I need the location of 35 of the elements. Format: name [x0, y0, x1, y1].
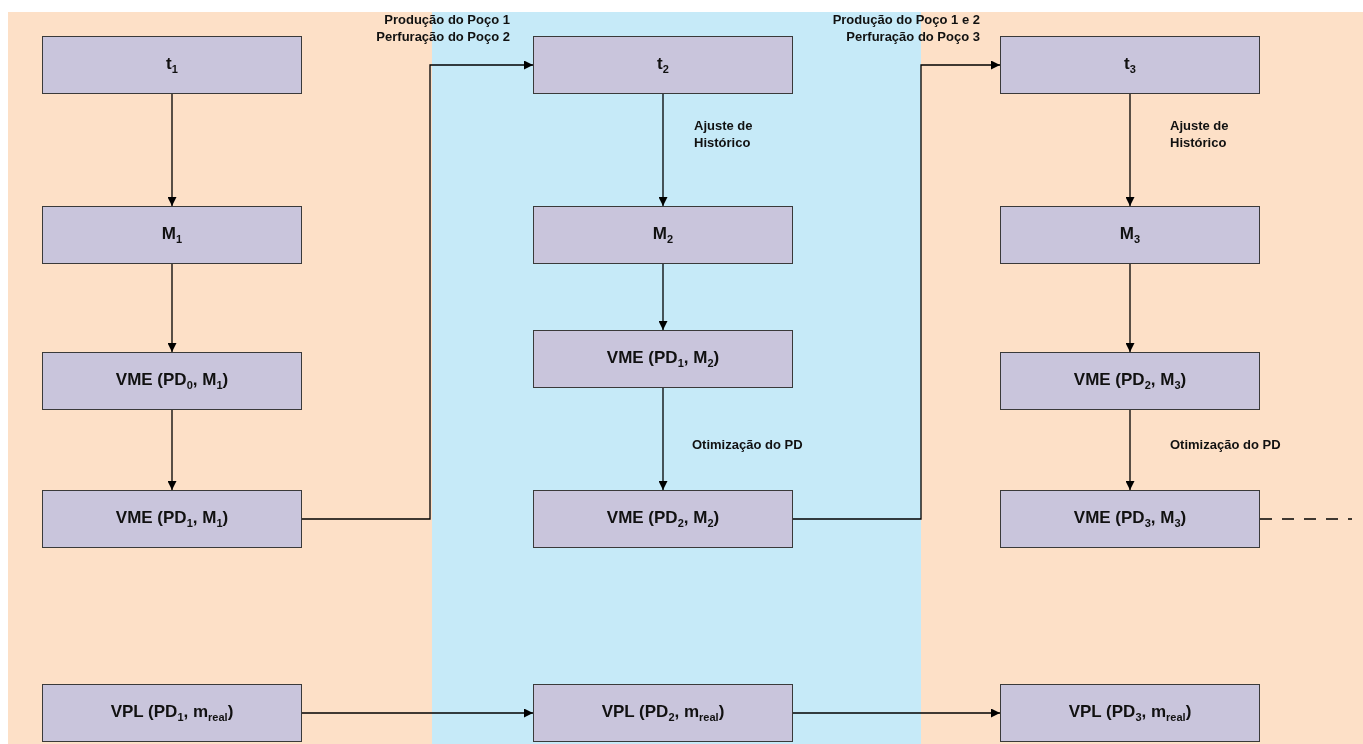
process-box: t$_{3}$: [1000, 36, 1260, 94]
dashed-line: [1259, 518, 1353, 520]
arrow: [1125, 409, 1135, 491]
process-box: M$_{2}$: [533, 206, 793, 264]
arrow: [658, 93, 668, 207]
process-box: VPL (PD$_{1}$, m$_{real}$): [42, 684, 302, 742]
arrow: [792, 708, 1001, 718]
process-box: VME (PD$_{2}$, M$_{3}$): [1000, 352, 1260, 410]
process-box: t$_{1}$: [42, 36, 302, 94]
process-box: VME (PD$_{3}$, M$_{3}$): [1000, 490, 1260, 548]
process-box: M$_{1}$: [42, 206, 302, 264]
edge-label: Otimização do PD: [1170, 436, 1282, 453]
arrow: [301, 708, 534, 718]
process-box: t$_{2}$: [533, 36, 793, 94]
arrow: [167, 93, 177, 207]
process-box: M$_{3}$: [1000, 206, 1260, 264]
arrow: [167, 409, 177, 491]
process-box: VME (PD$_{1}$, M$_{1}$): [42, 490, 302, 548]
arrow: [167, 263, 177, 353]
edge-label: Ajuste de Histórico: [694, 117, 754, 151]
arrow: [1125, 93, 1135, 207]
edge-label: Produção do Poço 1 Perfuração do Poço 2: [375, 11, 510, 45]
process-box: VPL (PD$_{2}$, m$_{real}$): [533, 684, 793, 742]
arrow: [301, 60, 534, 520]
arrow: [1125, 263, 1135, 353]
edge-label: Otimização do PD: [692, 436, 804, 453]
edge-label: Produção do Poço 1 e 2 Perfuração do Poço 3: [831, 11, 980, 45]
arrow: [658, 263, 668, 331]
process-box: VME (PD$_{0}$, M$_{1}$): [42, 352, 302, 410]
process-box: VME (PD$_{1}$, M$_{2}$): [533, 330, 793, 388]
arrow: [792, 60, 1001, 520]
process-box: VME (PD$_{2}$, M$_{2}$): [533, 490, 793, 548]
arrow: [658, 387, 668, 491]
process-box: VPL (PD$_{3}$, m$_{real}$): [1000, 684, 1260, 742]
edge-label: Ajuste de Histórico: [1170, 117, 1230, 151]
